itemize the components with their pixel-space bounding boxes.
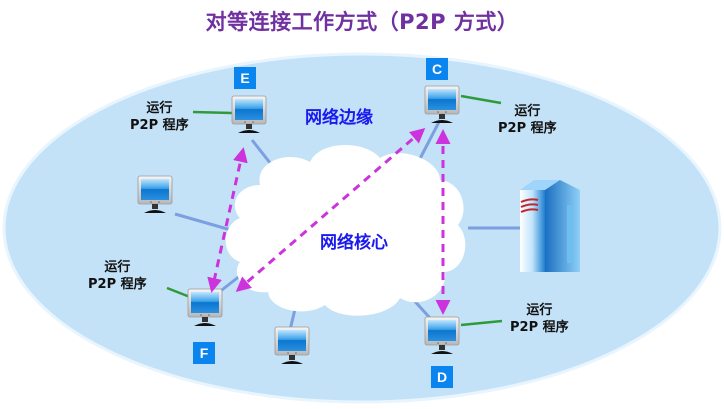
node-badge-c: C [426,58,448,80]
p2p-link-c-f [235,128,426,292]
run-label-line2: P2P 程序 [130,118,189,133]
run-label-e: 运行 P2P 程序 [130,100,189,134]
run-label-c: 运行 P2P 程序 [498,103,557,137]
run-label-line1: 运行 [526,303,553,318]
p2p-link-e-f [207,147,248,293]
connector-e [192,110,233,115]
connector-d [460,319,503,327]
run-label-line2: P2P 程序 [498,121,557,136]
node-badge-f: F [193,342,215,364]
connector-f [166,286,191,299]
run-label-line2: P2P 程序 [88,277,147,292]
run-label-d: 运行 P2P 程序 [510,302,569,336]
connector-c [460,94,502,105]
network-core-label: 网络核心 [320,233,388,253]
node-badge-d: D [431,366,453,388]
network-edge-label: 网络边缘 [305,108,373,128]
page-title: 对等连接工作方式（P2P 方式） [205,10,519,34]
run-label-line1: 运行 [146,101,173,116]
run-label-line1: 运行 [514,104,541,119]
node-badge-e: E [234,67,256,89]
run-label-f: 运行 P2P 程序 [88,259,147,293]
run-label-line2: P2P 程序 [510,320,569,335]
run-label-line1: 运行 [104,260,131,275]
server-icon[interactable] [520,180,580,272]
